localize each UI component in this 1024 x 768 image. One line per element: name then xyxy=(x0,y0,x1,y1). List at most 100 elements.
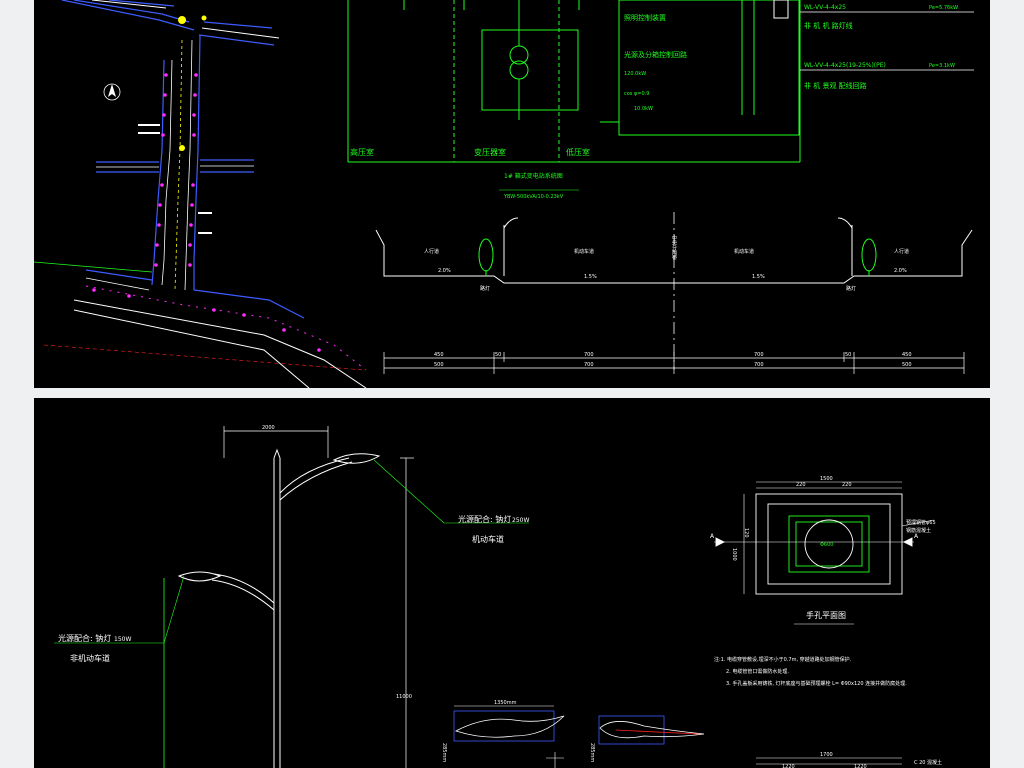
road-edge-top-4 xyxy=(198,34,275,46)
luminaire-side-frame xyxy=(453,710,555,742)
bottom-marker xyxy=(546,752,564,768)
arm-dim-value: 2000 xyxy=(262,425,275,431)
room-hv-label: 高压室 xyxy=(350,147,374,157)
junction-left-center xyxy=(85,277,150,291)
unit-label-2: cos φ=0.9 xyxy=(624,91,649,97)
handhole-inner-right: 220 xyxy=(842,482,852,488)
road-edge-right xyxy=(193,34,201,290)
pole-text: 2000 11000 光源配合: 钠灯 250W 机动车道 光源配合: 钠灯 1… xyxy=(58,425,529,700)
junction-markers xyxy=(178,15,207,151)
dim-top-4: 50 xyxy=(845,352,851,358)
general-notes: 注:1. 电缆穿管敷设,埋深不小于0.7m, 穿越道路处加钢管保护. 2. 电缆… xyxy=(714,656,907,687)
bottom-drawing-canvas: 2000 11000 光源配合: 钠灯 250W 机动车道 光源配合: 钠灯 1… xyxy=(54,425,942,768)
section-arrow-right-icon xyxy=(902,537,913,547)
road-lane-left xyxy=(161,59,173,286)
dim-bottom-3: 500 xyxy=(902,362,912,368)
handhole-wall xyxy=(767,503,891,585)
luminaire-top-icon xyxy=(599,721,705,739)
handhole-width: 1500 xyxy=(820,476,833,482)
transformer-box xyxy=(481,29,579,111)
section-label-left: A xyxy=(710,533,715,540)
lamp-points xyxy=(92,73,321,352)
luminaire-side-icon xyxy=(454,715,565,738)
road-edge-top-2 xyxy=(73,0,190,23)
junction-right-edge xyxy=(193,289,305,319)
road-edge-top-3 xyxy=(108,0,175,7)
handhole-center: Φ600 xyxy=(820,542,833,548)
dim-top-3: 700 xyxy=(754,352,764,358)
handhole-title: 手孔平面图 xyxy=(806,610,846,620)
cable-note-1: 非 机 机 路灯线 xyxy=(804,21,853,30)
luminaire-text: 1350mm 285mm 285mm xyxy=(441,700,595,762)
handhole-inner xyxy=(788,515,870,573)
lower-lamp-road: 非机动车道 xyxy=(70,653,110,663)
note-3: 3. 手孔盖板采用铸铁, 灯杆底座与基础预埋螺栓 L= Φ90x120 连接并做… xyxy=(726,680,907,687)
tree-left-icon xyxy=(478,238,494,272)
road-edge-top-1 xyxy=(61,0,195,31)
handhole-text: 1500 220 220 1000 120 Φ600 预埋钢管φ65 钢筋混凝土… xyxy=(710,476,942,768)
handhole-outer xyxy=(755,493,903,595)
label-lane-right: 机动车道 xyxy=(734,248,754,255)
cable-labels: WL-VV-4-4x25 非 机 机 路灯线 Pe=5.76kW WL-VV-4… xyxy=(804,4,958,90)
label-lane-left: 机动车道 xyxy=(574,248,594,255)
handhole-inner-left: 220 xyxy=(796,482,806,488)
slope-left: 2.0% xyxy=(438,268,451,274)
breaker-1-icon xyxy=(773,0,789,19)
dim-top-5: 450 xyxy=(902,352,912,358)
upper-arm-lower xyxy=(279,461,353,501)
handhole-opening xyxy=(804,519,854,569)
dim-top-1: 50 xyxy=(495,352,501,358)
boundary-line xyxy=(34,261,153,273)
luminaire-height-value: 285mm xyxy=(441,743,447,762)
room-tx-label: 变压器室 xyxy=(474,147,506,157)
cable-note-2: 非 机 景观 配线回路 xyxy=(804,81,867,90)
red-boundary xyxy=(43,344,365,371)
power-label-2: Pe=3.1kW xyxy=(929,63,955,69)
meter-label: 10.0kW xyxy=(634,106,653,112)
pole-top xyxy=(273,448,281,459)
lower-arm xyxy=(213,573,275,604)
handhole-callout-leader xyxy=(901,519,935,527)
road-centerline-top-2 xyxy=(201,27,280,39)
upper-leader xyxy=(373,459,445,524)
tree-right-icon xyxy=(861,238,877,272)
dim-bottom-2: 700 xyxy=(754,362,764,368)
unit-label-1: 120.0kW xyxy=(624,71,646,77)
pole-label-right: 路灯 xyxy=(846,285,856,292)
lower-arm-lower xyxy=(211,579,275,611)
power-label-1: Pe=5.76kW xyxy=(929,5,958,11)
section-text: 人行道 机动车道 机动车道 人行道 2.0% 1.5% 1.5% 2.0% 路灯… xyxy=(424,248,912,368)
dim-top-2: 700 xyxy=(584,352,594,358)
slope-mid-right: 1.5% xyxy=(752,274,765,280)
cable-label-2: WL-VV-4-4x25(19-25%)(PE) xyxy=(804,62,886,69)
luminaire-top-frame xyxy=(598,715,665,745)
handhole-depth: 1000 xyxy=(731,548,737,561)
note-lighting-control: 照明控制装置 xyxy=(624,13,666,22)
transformer-label: YBW-500kVA/10-0.23kV xyxy=(503,194,564,200)
handhole-callout-2: 钢筋混凝土 xyxy=(906,527,931,534)
slope-right: 2.0% xyxy=(894,268,907,274)
label-sidewalk-right: 人行道 xyxy=(894,248,909,255)
handhole-callout-1: 预埋钢管φ65 xyxy=(906,519,936,526)
dim-ticks xyxy=(383,352,965,374)
road-cross-section xyxy=(375,212,973,374)
lower-leader xyxy=(163,575,185,644)
road-centerline-main xyxy=(174,39,183,291)
road-edge-left xyxy=(151,59,165,286)
label-sidewalk-left: 人行道 xyxy=(424,248,439,255)
junction-left-edge xyxy=(85,269,153,281)
electrical-schematic xyxy=(347,0,974,163)
cable-label-1: WL-VV-4-4x25 xyxy=(804,4,846,11)
dim-bottom-0: 500 xyxy=(434,362,444,368)
handhole-side: 120 xyxy=(743,528,749,538)
luminaire-detail xyxy=(453,705,705,745)
road-lane-right xyxy=(184,39,193,291)
top-drawing-panel: 高压室 变压器室 低压室 1# 箱式变电站系统图 YBW-500kVA/10-0… xyxy=(34,0,990,388)
luminaire-width-value: 1350mm xyxy=(494,700,517,706)
note-2: 2. 电缆管管口需做防水处理. xyxy=(726,668,789,675)
lower-lamp-power: 150W xyxy=(114,636,131,643)
pole-label-left: 路灯 xyxy=(480,285,490,292)
plan-labels xyxy=(138,124,212,234)
lv-panel-box xyxy=(618,0,800,136)
upper-lamp-power: 250W xyxy=(512,517,529,524)
